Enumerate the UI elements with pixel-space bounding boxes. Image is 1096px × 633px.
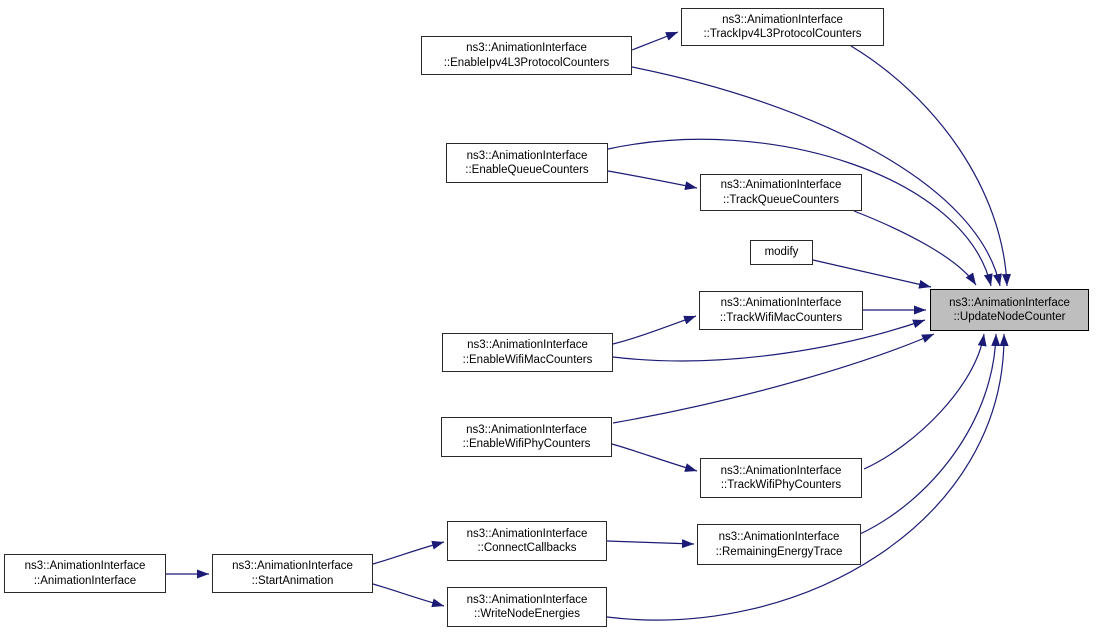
node-label: modify	[764, 246, 799, 259]
edge-startAnim-to-connectCallbacks	[372, 540, 445, 565]
edge-enableWifiPhy-to-trackWifiPhy	[611, 443, 698, 472]
node-label: ns3::AnimationInterface	[467, 339, 588, 351]
edge-trackWifiPhy-to-updateNode	[863, 333, 987, 470]
node-track-queue-counters[interactable]: ns3::AnimationInterface ::TrackQueueCoun…	[700, 174, 862, 211]
node-label: ::EnableQueueCounters	[465, 164, 589, 176]
node-start-animation[interactable]: ns3::AnimationInterface ::StartAnimation	[212, 554, 373, 593]
node-label: ns3::AnimationInterface	[24, 560, 146, 572]
node-label: ::RemainingEnergyTrace	[715, 545, 843, 558]
edge-startAnim-to-writeNodeEnergies	[372, 583, 445, 608]
node-label: ::ConnectCallbacks	[477, 542, 577, 554]
edge-enableIpv4-to-updateNode	[631, 66, 1002, 287]
node-track-ipv4l3-protocol-counters[interactable]: ns3::AnimationInterface ::TrackIpv4L3Pro…	[681, 8, 884, 46]
edge-trackQueue-to-updateNode	[853, 210, 977, 286]
node-enable-wifi-phy-counters[interactable]: ns3::AnimationInterface ::EnableWifiPhyC…	[441, 417, 612, 457]
node-label: ::TrackIpv4L3ProtocolCounters	[703, 28, 862, 40]
node-modify[interactable]: modify	[750, 240, 813, 265]
node-enable-wifi-mac-counters[interactable]: ns3::AnimationInterface ::EnableWifiMacC…	[442, 333, 613, 372]
edge-enableQueue-to-updateNode	[607, 138, 993, 287]
node-track-wifi-phy-counters[interactable]: ns3::AnimationInterface ::TrackWifiPhyCo…	[700, 458, 862, 498]
node-label: ::WriteNodeEnergies	[474, 608, 580, 620]
edge-writeNodeEnergies-to-updateNode	[606, 333, 1009, 621]
node-label: ns3::AnimationInterface	[466, 593, 588, 606]
node-label: ns3::AnimationInterface	[949, 296, 1070, 309]
node-label: ::TrackQueueCounters	[723, 193, 839, 206]
edge-enableWifiMac-to-trackWifiMac	[612, 315, 697, 345]
edge-modify-to-updateNode	[812, 259, 932, 289]
node-label: ns3::AnimationInterface	[466, 423, 587, 436]
edge-enableWifiMac-to-updateNode	[612, 319, 926, 362]
node-label: ::EnableWifiMacCounters	[462, 353, 593, 366]
node-remaining-energy-trace[interactable]: ns3::AnimationInterface ::RemainingEnerg…	[697, 524, 861, 565]
node-label: ::TrackWifiMacCounters	[719, 311, 843, 324]
node-label: ::EnableIpv4L3ProtocolCounters	[443, 56, 610, 69]
edge-enableIpv4-to-trackIpv4	[631, 31, 679, 51]
node-write-node-energies[interactable]: ns3::AnimationInterface ::WriteNodeEnerg…	[447, 587, 607, 627]
node-label: ::EnableWifiPhyCounters	[462, 438, 591, 450]
node-label: ns3::AnimationInterface	[466, 527, 588, 540]
node-label: ns3::AnimationInterface	[232, 560, 353, 572]
node-label: ns3::AnimationInterface	[720, 179, 842, 191]
node-label: ns3::AnimationInterface	[720, 464, 842, 477]
node-animation-interface-constructor[interactable]: ns3::AnimationInterface ::AnimationInter…	[4, 554, 166, 593]
node-update-node-counter: ns3::AnimationInterface ::UpdateNodeCoun…	[930, 289, 1089, 331]
node-label: ns3::AnimationInterface	[466, 42, 587, 54]
node-connect-callbacks[interactable]: ns3::AnimationInterface ::ConnectCallbac…	[447, 521, 607, 561]
edge-trackIpv4-to-updateNode	[850, 45, 1011, 287]
node-track-wifi-mac-counters[interactable]: ns3::AnimationInterface ::TrackWifiMacCo…	[699, 291, 863, 330]
edge-enableQueue-to-trackQueue	[607, 170, 698, 191]
node-label: ns3::AnimationInterface	[722, 13, 843, 26]
node-label: ::UpdateNodeCounter	[953, 311, 1066, 323]
node-enable-ipv4l3-protocol-counters[interactable]: ns3::AnimationInterface ::EnableIpv4L3Pr…	[421, 36, 632, 75]
node-label: ::TrackWifiPhyCounters	[720, 479, 842, 491]
edge-enableWifiPhy-to-updateNode	[612, 333, 935, 424]
edge-remainingEnergy-to-updateNode	[859, 333, 1001, 535]
edge-connectCallbacks-to-remainingEnergy	[606, 539, 695, 549]
node-label: ::StartAnimation	[251, 574, 334, 587]
node-label: ::AnimationInterface	[33, 574, 137, 587]
node-label: ns3::AnimationInterface	[466, 149, 588, 162]
node-label: ns3::AnimationInterface	[718, 531, 840, 543]
node-label: ns3::AnimationInterface	[720, 297, 842, 309]
node-enable-queue-counters[interactable]: ns3::AnimationInterface ::EnableQueueCou…	[446, 143, 608, 183]
